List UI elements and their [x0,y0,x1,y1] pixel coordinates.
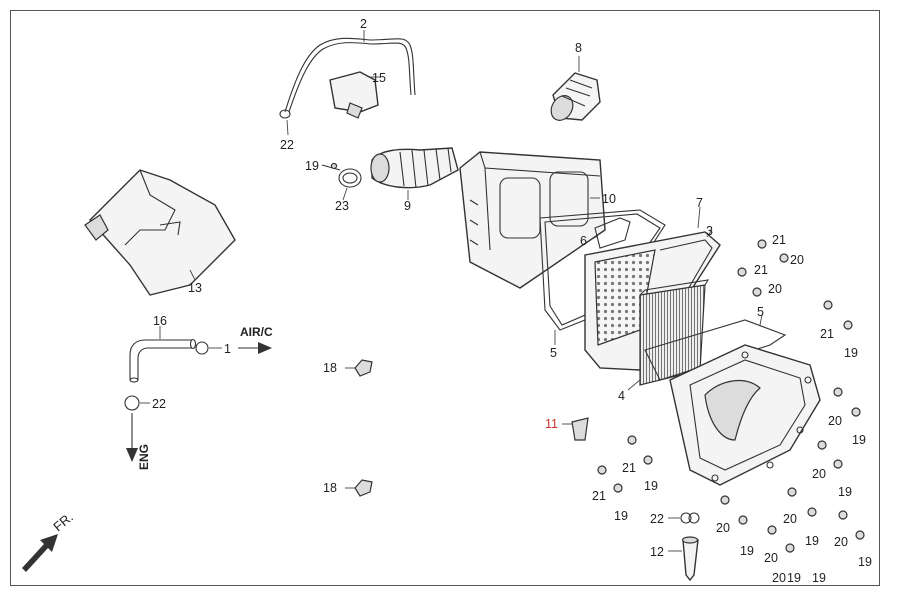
callout-19-top: 19 [305,159,319,173]
callout-12: 12 [650,545,664,559]
callout-9: 9 [404,199,411,213]
callout-21-c: 21 [820,327,834,341]
callout-20-f: 20 [716,521,730,535]
callout-23: 23 [335,199,349,213]
clip-part-18-lower [345,479,373,497]
callout-21-e: 21 [592,489,606,503]
callout-22-top: 22 [280,138,294,152]
callout-18-lower: 18 [323,481,337,495]
callout-7: 7 [696,196,703,210]
fr-label: FR. [50,509,76,534]
callout-8: 8 [575,41,582,55]
callout-15: 15 [372,71,386,85]
air-cleaner-cover [669,344,821,486]
seal-part-5-right [644,314,787,381]
fr-arrow [22,534,58,572]
callout-2: 2 [360,17,367,31]
clip-part-18-upper [345,359,373,377]
clip-part-22-top [279,109,291,136]
callout-19-d: 19 [838,485,852,499]
callout-21-a: 21 [772,233,786,247]
callout-21-b: 21 [754,263,768,277]
clip-part-22-pair [668,512,700,524]
callout-13: 13 [188,281,202,295]
clip-part-22-left [124,395,150,411]
callout-19-h: 19 [740,544,754,558]
callout-19-j: 19 [858,555,872,569]
diagram-frame [10,10,880,586]
callout-21-d: 21 [622,461,636,475]
callout-18-upper: 18 [323,361,337,375]
callout-10: 10 [602,192,616,206]
callout-5-left: 5 [550,346,557,360]
air-c-label: AIR/C [240,325,273,339]
callout-3: 3 [706,224,713,238]
callout-19-i: 19 [787,571,801,585]
callout-20-a: 20 [790,253,804,267]
breather-hose-part-2 [284,30,416,113]
callout-6: 6 [580,234,587,248]
callout-19-g: 19 [805,534,819,548]
callout-22-left: 22 [152,397,166,411]
drain-part-12 [668,536,699,582]
intake-duct-part-9 [370,147,459,200]
eng-label: ENG [137,444,151,470]
callout-16: 16 [153,314,167,328]
callout-1: 1 [224,342,231,356]
callout-19-e: 19 [644,479,658,493]
callout-20-e: 20 [783,512,797,526]
callout-19-b: 19 [844,346,858,360]
callout-4: 4 [618,389,625,403]
callout-20-b: 20 [768,282,782,296]
callout-20-g: 20 [764,551,778,565]
callout-20-d: 20 [812,467,826,481]
callout-20-c: 20 [828,414,842,428]
callout-20-h: 20 [834,535,848,549]
callout-22-pair: 22 [650,512,664,526]
eng-arrow [126,413,138,462]
callout-5-right: 5 [757,305,764,319]
clamp-part-1 [195,341,222,355]
callout-11: 11 [545,417,558,431]
gasket-part-6 [589,217,631,249]
callout-20-i: 20 [772,571,786,585]
plug-part-11 [562,417,589,441]
intake-rubber-part-8 [550,56,601,121]
heat-shield-part-13 [84,169,236,296]
clamp-part-23 [321,164,362,201]
air-c-arrow [238,342,272,354]
callout-19-c: 19 [852,433,866,447]
bracket-part-15 [329,71,380,119]
callout-19-k: 19 [812,571,826,585]
hose-part-16 [129,326,197,383]
air-cleaner-case-part-10 [459,151,606,289]
callout-19-f: 19 [614,509,628,523]
washer-screw-set [330,162,865,553]
